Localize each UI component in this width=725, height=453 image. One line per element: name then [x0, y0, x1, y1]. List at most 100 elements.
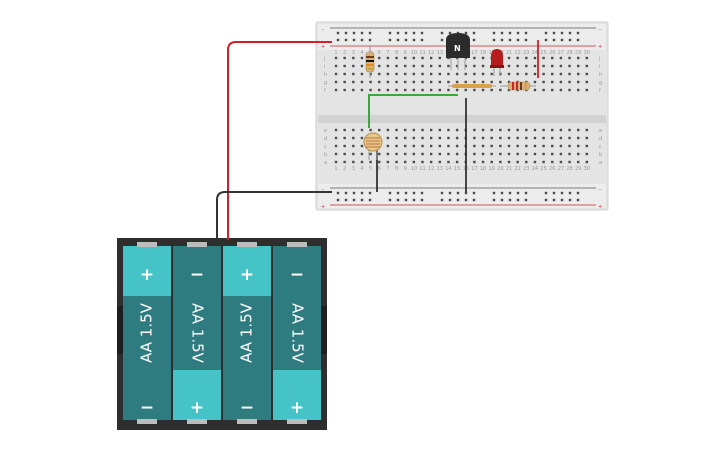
hole[interactable]: [507, 136, 511, 140]
hole[interactable]: [507, 88, 511, 92]
hole[interactable]: [421, 64, 424, 68]
hole[interactable]: [525, 72, 528, 76]
rail-hole[interactable]: [492, 31, 496, 35]
hole[interactable]: [447, 152, 450, 156]
hole[interactable]: [455, 72, 459, 76]
hole[interactable]: [499, 152, 502, 156]
hole[interactable]: [334, 88, 338, 92]
hole[interactable]: [577, 64, 580, 68]
hole[interactable]: [421, 88, 424, 92]
hole[interactable]: [438, 72, 441, 76]
hole[interactable]: [551, 160, 554, 164]
hole[interactable]: [412, 144, 416, 148]
rail-hole[interactable]: [360, 191, 364, 195]
hole[interactable]: [404, 128, 407, 132]
rail-hole[interactable]: [344, 38, 348, 42]
hole[interactable]: [429, 136, 433, 140]
hole[interactable]: [404, 56, 407, 60]
rail-hole[interactable]: [464, 198, 468, 202]
hole[interactable]: [568, 80, 571, 84]
hole[interactable]: [542, 64, 545, 68]
hole[interactable]: [334, 72, 338, 76]
hole[interactable]: [378, 88, 381, 92]
hole[interactable]: [481, 72, 485, 76]
hole[interactable]: [568, 56, 571, 60]
rail-hole[interactable]: [420, 198, 424, 202]
rail-hole[interactable]: [396, 38, 400, 42]
hole[interactable]: [577, 72, 580, 76]
hole[interactable]: [395, 64, 398, 68]
hole[interactable]: [438, 152, 441, 156]
hole[interactable]: [386, 128, 390, 132]
rail-hole[interactable]: [492, 38, 496, 42]
rail-hole[interactable]: [544, 38, 548, 42]
hole[interactable]: [447, 64, 450, 68]
hole[interactable]: [438, 88, 441, 92]
rail-hole[interactable]: [352, 198, 356, 202]
hole[interactable]: [369, 72, 372, 76]
rail-hole[interactable]: [500, 31, 504, 35]
hole[interactable]: [507, 56, 511, 60]
hole[interactable]: [585, 144, 589, 148]
hole[interactable]: [473, 64, 476, 68]
rail-hole[interactable]: [368, 38, 372, 42]
rail-hole[interactable]: [508, 191, 512, 195]
base-resistor[interactable]: [448, 84, 496, 88]
rail-hole[interactable]: [552, 38, 556, 42]
hole[interactable]: [378, 64, 381, 68]
rail-hole[interactable]: [472, 198, 476, 202]
rail-hole[interactable]: [524, 191, 528, 195]
hole[interactable]: [559, 128, 563, 132]
photoresistor[interactable]: [363, 132, 383, 160]
battery-cell-1[interactable]: +−AA 1.5V: [123, 242, 171, 424]
hole[interactable]: [490, 72, 493, 76]
hole[interactable]: [352, 152, 355, 156]
hole[interactable]: [421, 152, 424, 156]
rail-hole[interactable]: [552, 31, 556, 35]
hole[interactable]: [525, 144, 528, 148]
hole[interactable]: [542, 56, 545, 60]
rail-hole[interactable]: [352, 38, 356, 42]
hole[interactable]: [577, 56, 580, 60]
rail-hole[interactable]: [412, 191, 416, 195]
hole[interactable]: [378, 72, 381, 76]
rail-hole[interactable]: [516, 198, 520, 202]
hole[interactable]: [499, 160, 502, 164]
hole[interactable]: [473, 128, 476, 132]
hole[interactable]: [577, 128, 580, 132]
hole[interactable]: [499, 88, 502, 92]
rail-hole[interactable]: [344, 31, 348, 35]
hole[interactable]: [507, 64, 511, 68]
rail-hole[interactable]: [568, 31, 572, 35]
hole[interactable]: [395, 128, 398, 132]
hole[interactable]: [551, 144, 554, 148]
rail-hole[interactable]: [344, 198, 348, 202]
hole[interactable]: [421, 56, 424, 60]
hole[interactable]: [455, 160, 459, 164]
hole[interactable]: [568, 144, 571, 148]
hole[interactable]: [490, 128, 493, 132]
hole[interactable]: [378, 128, 381, 132]
rail-hole[interactable]: [560, 198, 564, 202]
hole[interactable]: [447, 72, 450, 76]
rail-hole[interactable]: [352, 191, 356, 195]
rail-hole[interactable]: [472, 191, 476, 195]
hole[interactable]: [395, 80, 398, 84]
rail-hole[interactable]: [516, 31, 520, 35]
hole[interactable]: [404, 152, 407, 156]
rail-hole[interactable]: [404, 198, 408, 202]
hole[interactable]: [542, 160, 545, 164]
rail-hole[interactable]: [404, 31, 408, 35]
rail-hole[interactable]: [336, 31, 340, 35]
hole[interactable]: [507, 160, 511, 164]
hole[interactable]: [360, 56, 364, 60]
hole[interactable]: [334, 152, 338, 156]
hole[interactable]: [585, 88, 589, 92]
rail-hole[interactable]: [396, 191, 400, 195]
rail-hole[interactable]: [404, 191, 408, 195]
hole[interactable]: [499, 144, 502, 148]
rail-hole[interactable]: [464, 191, 468, 195]
hole[interactable]: [490, 152, 493, 156]
rail-hole[interactable]: [360, 31, 364, 35]
hole[interactable]: [551, 152, 554, 156]
